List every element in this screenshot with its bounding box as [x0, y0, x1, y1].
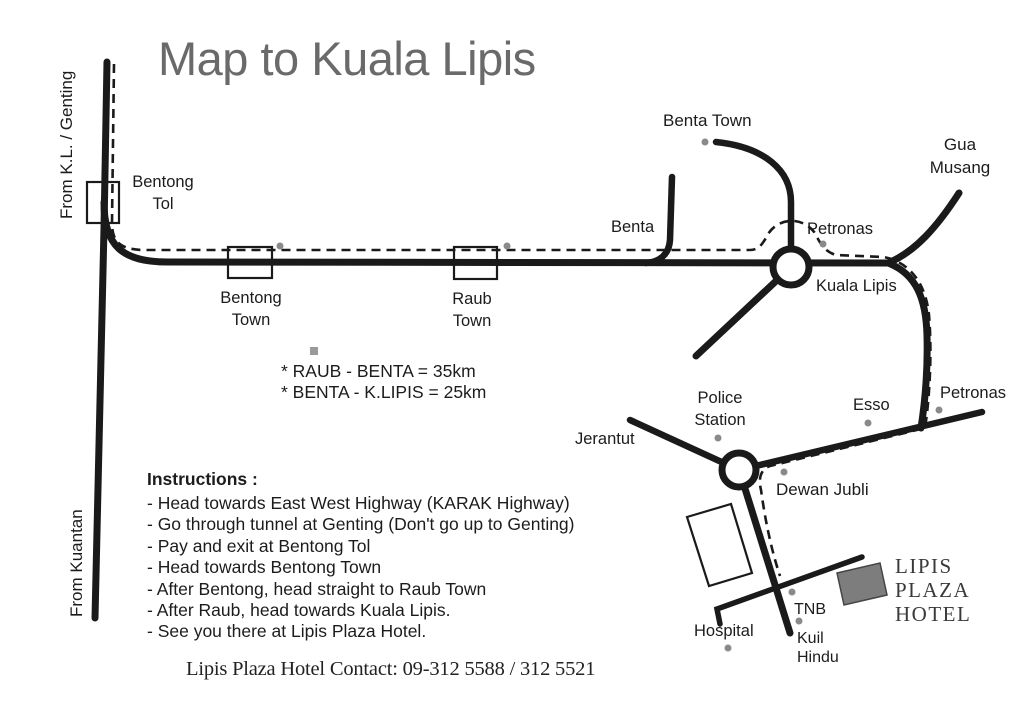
kuil-hindu-dot: [795, 617, 803, 625]
hotel-contact: Lipis Plaza Hotel Contact: 09-312 5588 /…: [186, 658, 596, 680]
label-from-kl-genting: From K.L. / Genting: [57, 70, 76, 219]
road-kl-kuantan-highway: [91, 58, 111, 622]
label-jerantut: Jerantut: [575, 430, 635, 448]
label-lipis-plaza-hotel: LIPIS PLAZA HOTEL: [895, 554, 972, 626]
label-police-station: Police Station: [694, 389, 746, 429]
road-south-link: [884, 259, 931, 432]
road-karak-highway: [100, 198, 892, 267]
instruction-item: - Head towards Bentong Town: [147, 557, 382, 578]
distance-note-raub-benta: * RAUB - BENTA = 35km: [281, 361, 476, 381]
roundabout-kuala-lipis: [769, 245, 813, 289]
label-petronas-north: Petronas: [807, 220, 874, 238]
tnb-dot: [788, 588, 796, 596]
label-benta: Benta: [611, 218, 655, 236]
instruction-item: - Head towards East West Highway (KARAK …: [147, 493, 570, 513]
instructions-heading: Instructions :: [147, 469, 258, 489]
instructions-block: Instructions : - Head towards East West …: [147, 469, 617, 643]
raub-town-dot: [503, 242, 511, 250]
bentong-town-box: [226, 245, 274, 280]
road-kl-diagonal: [692, 263, 795, 360]
label-hospital: Hospital: [694, 622, 754, 640]
bentong-tol-box: [85, 180, 121, 225]
label-petronas-east: Petronas: [940, 384, 1007, 402]
road-esso: [735, 408, 986, 474]
label-esso: Esso: [853, 396, 890, 414]
esso-dot: [864, 419, 872, 427]
petronas-north-dot: [819, 240, 827, 248]
instruction-item: - After Raub, head towards Kuala Lipis.: [147, 600, 451, 621]
hospital-dot: [724, 644, 732, 652]
road-hotel-street: [713, 554, 865, 627]
label-gua-musang: Gua Musang: [929, 135, 991, 177]
dewan-jubli-dot: [780, 468, 788, 476]
raub-town-box: [452, 245, 499, 281]
petronas-east-dot: [935, 406, 943, 414]
label-kuil-hindu: Kuil Hindu: [797, 630, 839, 666]
instruction-item: - Go through tunnel at Genting (Don't go…: [147, 514, 575, 535]
bentong-town-dot: [276, 242, 284, 250]
distance-note-marker: [310, 347, 318, 355]
label-kuala-lipis: Kuala Lipis: [816, 277, 897, 295]
label-tnb: TNB: [794, 601, 826, 618]
benta-town-dot: [701, 138, 709, 146]
road-town-south: [738, 475, 794, 637]
building-outline: [685, 502, 754, 588]
label-dewan-jubli: Dewan Jubli: [776, 480, 869, 499]
instruction-item: - After Bentong, head straight to Raub T…: [147, 578, 487, 599]
dashed-route: [110, 63, 932, 577]
road-benta-stub: [642, 173, 676, 267]
distance-note-benta-klipis: * BENTA - K.LIPIS = 25km: [281, 382, 487, 402]
label-raub-town: Raub Town: [452, 290, 492, 330]
label-from-kuantan: From Kuantan: [67, 509, 86, 617]
page-title: Map to Kuala Lipis: [158, 32, 536, 85]
label-bentong-tol: Bentong Tol: [132, 173, 194, 213]
label-benta-town: Benta Town: [663, 111, 752, 130]
roundabout-town: [718, 449, 760, 491]
road-benta-town: [712, 138, 795, 256]
instruction-item: - Pay and exit at Bentong Tol: [147, 535, 371, 556]
police-station-dot: [714, 434, 722, 442]
label-bentong-town: Bentong Town: [220, 289, 282, 329]
road-gua-musang: [884, 189, 963, 267]
lipis-plaza-hotel-building: [836, 562, 888, 606]
instruction-item: - See you there at Lipis Plaza Hotel.: [147, 621, 427, 642]
